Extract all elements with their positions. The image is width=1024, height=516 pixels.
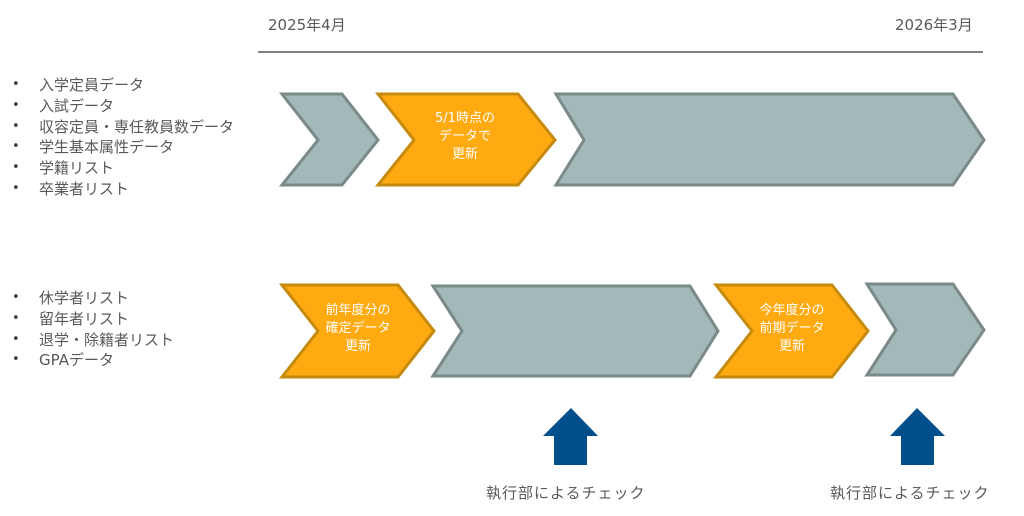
row1-chevron-1 (278, 92, 380, 187)
chevron-text-line: 更新 (451, 147, 478, 162)
list-item: 休学者リスト (12, 288, 174, 309)
list-item: 入試データ (12, 96, 234, 117)
row2-chevron-1 (278, 283, 436, 379)
list-item: 留年者リスト (12, 309, 174, 330)
timeline-start-label: 2025年4月 (268, 16, 346, 34)
row1-data-list: 入学定員データ 入試データ 収容定員・専任教員数データ 学生基本属性データ 学籍… (12, 75, 234, 200)
row2-chevron-3-text: 今年度分の 前期データ 更新 (732, 302, 852, 356)
timeline-axis-line (258, 51, 983, 53)
row2-data-list: 休学者リスト 留年者リスト 退学・除籍者リスト GPAデータ (12, 288, 174, 371)
row2-chevron-2 (430, 284, 720, 378)
chevron-text-line: 確定データ (325, 321, 391, 336)
arrow-up-icon (890, 408, 945, 465)
timeline-end-label: 2026年3月 (895, 16, 973, 34)
row1-chevron-2-text: 5/1時点の データで 更新 (405, 110, 525, 164)
list-item: 退学・除籍者リスト (12, 330, 174, 351)
chevron-text-line: 前期データ (759, 321, 825, 336)
chevron-text-line: 更新 (344, 339, 371, 354)
chevron-text-line: 前年度分の (325, 303, 391, 318)
list-item: 学生基本属性データ (12, 137, 234, 158)
row2-chevron-1-text: 前年度分の 確定データ 更新 (298, 302, 418, 356)
list-item: GPAデータ (12, 350, 174, 371)
row1-chevron-3 (553, 92, 986, 187)
check-label-2: 執行部によるチェック (830, 484, 990, 502)
arrow-up-icon (543, 408, 598, 465)
check-label-1: 執行部によるチェック (486, 484, 646, 502)
list-item: 入学定員データ (12, 75, 234, 96)
list-item: 卒業者リスト (12, 179, 234, 200)
chevron-text-line: 今年度分の (759, 303, 825, 318)
row1-chevron-2 (374, 92, 557, 187)
list-item: 学籍リスト (12, 158, 234, 179)
row2-chevron-3 (712, 283, 870, 379)
row2-chevron-4 (864, 282, 986, 377)
chevron-text-line: 5/1時点の (435, 111, 495, 126)
chevron-text-line: データで (438, 129, 491, 144)
chevron-text-line: 更新 (778, 339, 805, 354)
list-item: 収容定員・専任教員数データ (12, 117, 234, 138)
